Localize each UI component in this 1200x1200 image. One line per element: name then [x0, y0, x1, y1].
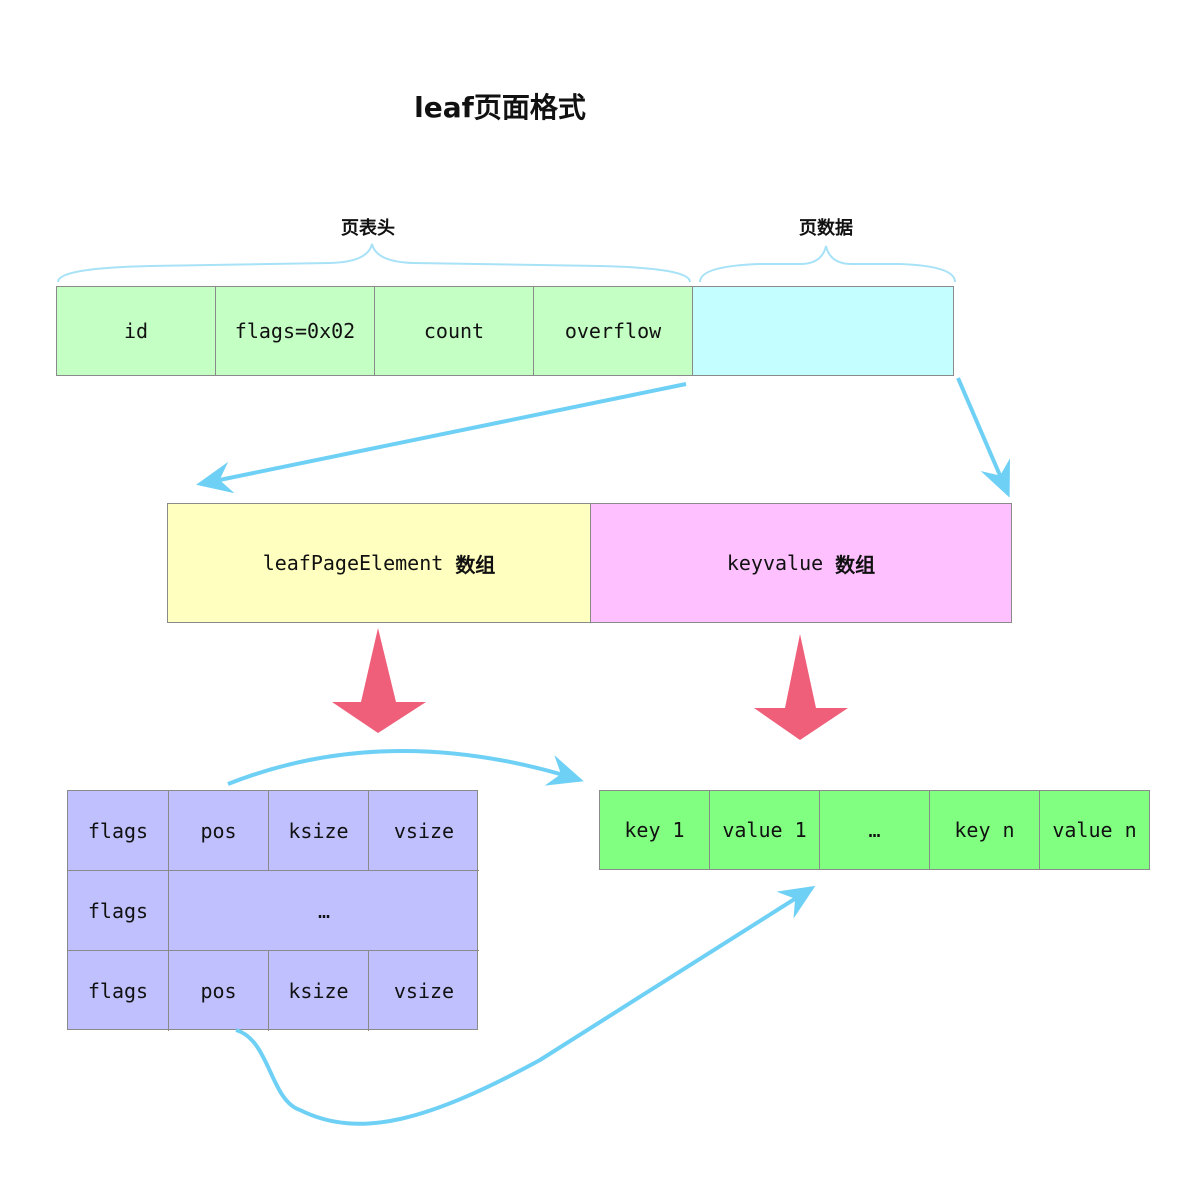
arrow-grid-to-kv-top: [227, 749, 584, 786]
kv-value-1: value 1: [709, 790, 820, 870]
page-data-brace: [699, 245, 956, 283]
element-pos: pos: [169, 951, 269, 1031]
arrow-pos-to-kv-bottom: [235, 885, 816, 1126]
element-vsize: vsize: [369, 791, 479, 871]
keyvalue-row: key 1 value 1 … key n value n: [599, 790, 1150, 870]
keyvalue-array: keyvalue 数组: [590, 503, 1012, 623]
page-data-cell: [692, 286, 954, 376]
element-pos: pos: [169, 791, 269, 871]
header-field-id: id: [56, 286, 216, 376]
arrow-header-to-elements: [196, 382, 687, 494]
header-field-overflow: overflow: [533, 286, 693, 376]
kv-ellipsis: …: [819, 790, 930, 870]
element-ellipsis: …: [169, 871, 479, 951]
keyvalue-suffix: 数组: [835, 552, 876, 577]
arrow-data-to-keyvalues: [956, 377, 1011, 498]
leaf-page-element-grid: flags pos ksize vsize flags … flags pos …: [67, 790, 479, 1031]
leaf-page-element-array: leafPageElement 数组: [167, 503, 591, 623]
down-arrow-keyvalues-icon: [754, 634, 848, 740]
element-vsize: vsize: [393, 979, 455, 1003]
element-ksize: ksize: [269, 951, 369, 1031]
page-data-label: 页数据: [799, 218, 853, 239]
kv-key-n: key n: [929, 790, 1040, 870]
element-flags: flags: [68, 871, 169, 951]
diagram-title: leaf页面格式: [414, 91, 586, 124]
leaf-page-element-name: leafPageElement: [262, 551, 444, 575]
keyvalue-name: keyvalue: [726, 551, 824, 575]
leaf-page-element-suffix: 数组: [455, 552, 496, 577]
element-ksize: ksize: [269, 791, 369, 871]
down-arrow-elements-icon: [332, 628, 426, 733]
page-data-breakdown-row: leafPageElement 数组 keyvalue 数组: [167, 503, 1012, 623]
page-header-label: 页表头: [341, 218, 395, 239]
kv-value-n: value n: [1039, 790, 1150, 870]
element-flags: flags: [68, 951, 169, 1031]
element-flags: flags: [68, 791, 169, 871]
page-layout-row: id flags=0x02 count overflow: [56, 286, 954, 376]
page-header-brace: [57, 243, 691, 283]
header-field-flags: flags=0x02: [215, 286, 375, 376]
kv-key-1: key 1: [599, 790, 710, 870]
